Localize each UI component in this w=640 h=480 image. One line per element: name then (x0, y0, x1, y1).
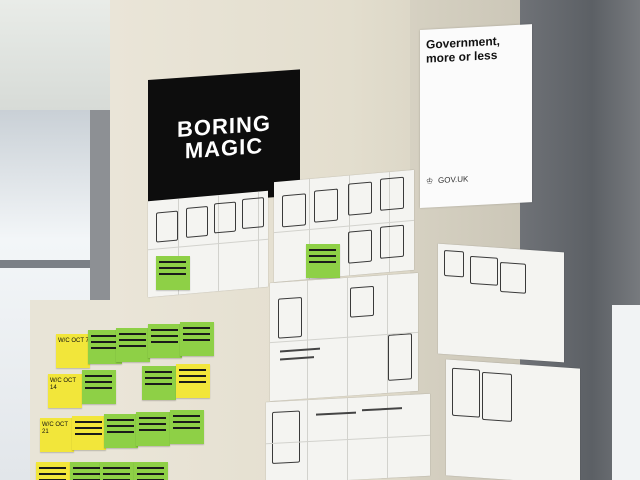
note-label: W/C OCT 21 (42, 422, 68, 435)
wireframe-sketch (214, 201, 236, 234)
government-poster-title: Government, more or less (426, 33, 501, 66)
poster-line-2: MAGIC (184, 132, 264, 164)
wireframe-sketch (350, 285, 374, 318)
green-sticky-note (306, 244, 340, 278)
wireframe-sketch (156, 210, 178, 243)
govuk-logo: GOV.UK (438, 174, 469, 186)
yellow-sticky-note: W/C OCT 14 (48, 374, 82, 408)
wireframe-sketch (186, 206, 208, 238)
wireframe-sketch (314, 188, 338, 223)
green-sticky-note (70, 462, 104, 480)
yellow-sticky-note (36, 462, 70, 480)
yellow-sticky-note: W/C OCT 7 (56, 334, 90, 368)
right-window (612, 305, 640, 480)
green-sticky-note (136, 412, 170, 446)
sketch-sheet (270, 272, 418, 402)
sketch-sheet (446, 359, 580, 480)
yellow-sticky-note (176, 364, 210, 398)
wireframe-sketch (470, 255, 498, 286)
wireframe-sketch (282, 193, 306, 228)
wireframe-sketch (380, 176, 404, 211)
government-poster: Government, more or less ♔ GOV.UK (420, 24, 532, 209)
handwriting-line (280, 356, 314, 360)
wireframe-sketch (388, 333, 412, 381)
handwriting-line (316, 411, 356, 416)
green-sticky-note (134, 462, 168, 480)
yellow-sticky-note: W/C OCT 21 (40, 418, 74, 452)
wireframe-sketch (278, 296, 302, 339)
green-sticky-note (82, 370, 116, 404)
sketch-sheet (438, 243, 564, 363)
green-sticky-note (156, 256, 190, 290)
green-sticky-note (170, 410, 204, 444)
wireframe-sketch (452, 367, 480, 418)
crown-icon: ♔ (426, 176, 434, 186)
green-sticky-note (116, 328, 150, 362)
green-sticky-note (104, 414, 138, 448)
green-sticky-note (180, 322, 214, 356)
wireframe-sketch (500, 261, 526, 294)
yellow-sticky-note (72, 416, 106, 450)
note-label: W/C OCT 7 (58, 338, 89, 344)
green-sticky-note (148, 324, 182, 358)
green-sticky-note (142, 366, 176, 400)
wireframe-sketch (348, 229, 372, 264)
note-label: W/C OCT 14 (50, 378, 76, 391)
wireframe-sketch (272, 410, 300, 464)
window-mullion (0, 260, 90, 268)
green-sticky-note (100, 462, 134, 480)
handwriting-line (362, 407, 402, 411)
handwriting-line (280, 347, 320, 352)
wireframe-sketch (444, 250, 464, 278)
wireframe-sketch (482, 371, 512, 422)
sketch-sheet (266, 393, 430, 480)
wireframe-sketch (242, 197, 264, 230)
wireframe-sketch (348, 181, 372, 216)
ceiling (0, 0, 130, 110)
sketch-sheet (274, 169, 414, 283)
wireframe-sketch (380, 224, 404, 259)
